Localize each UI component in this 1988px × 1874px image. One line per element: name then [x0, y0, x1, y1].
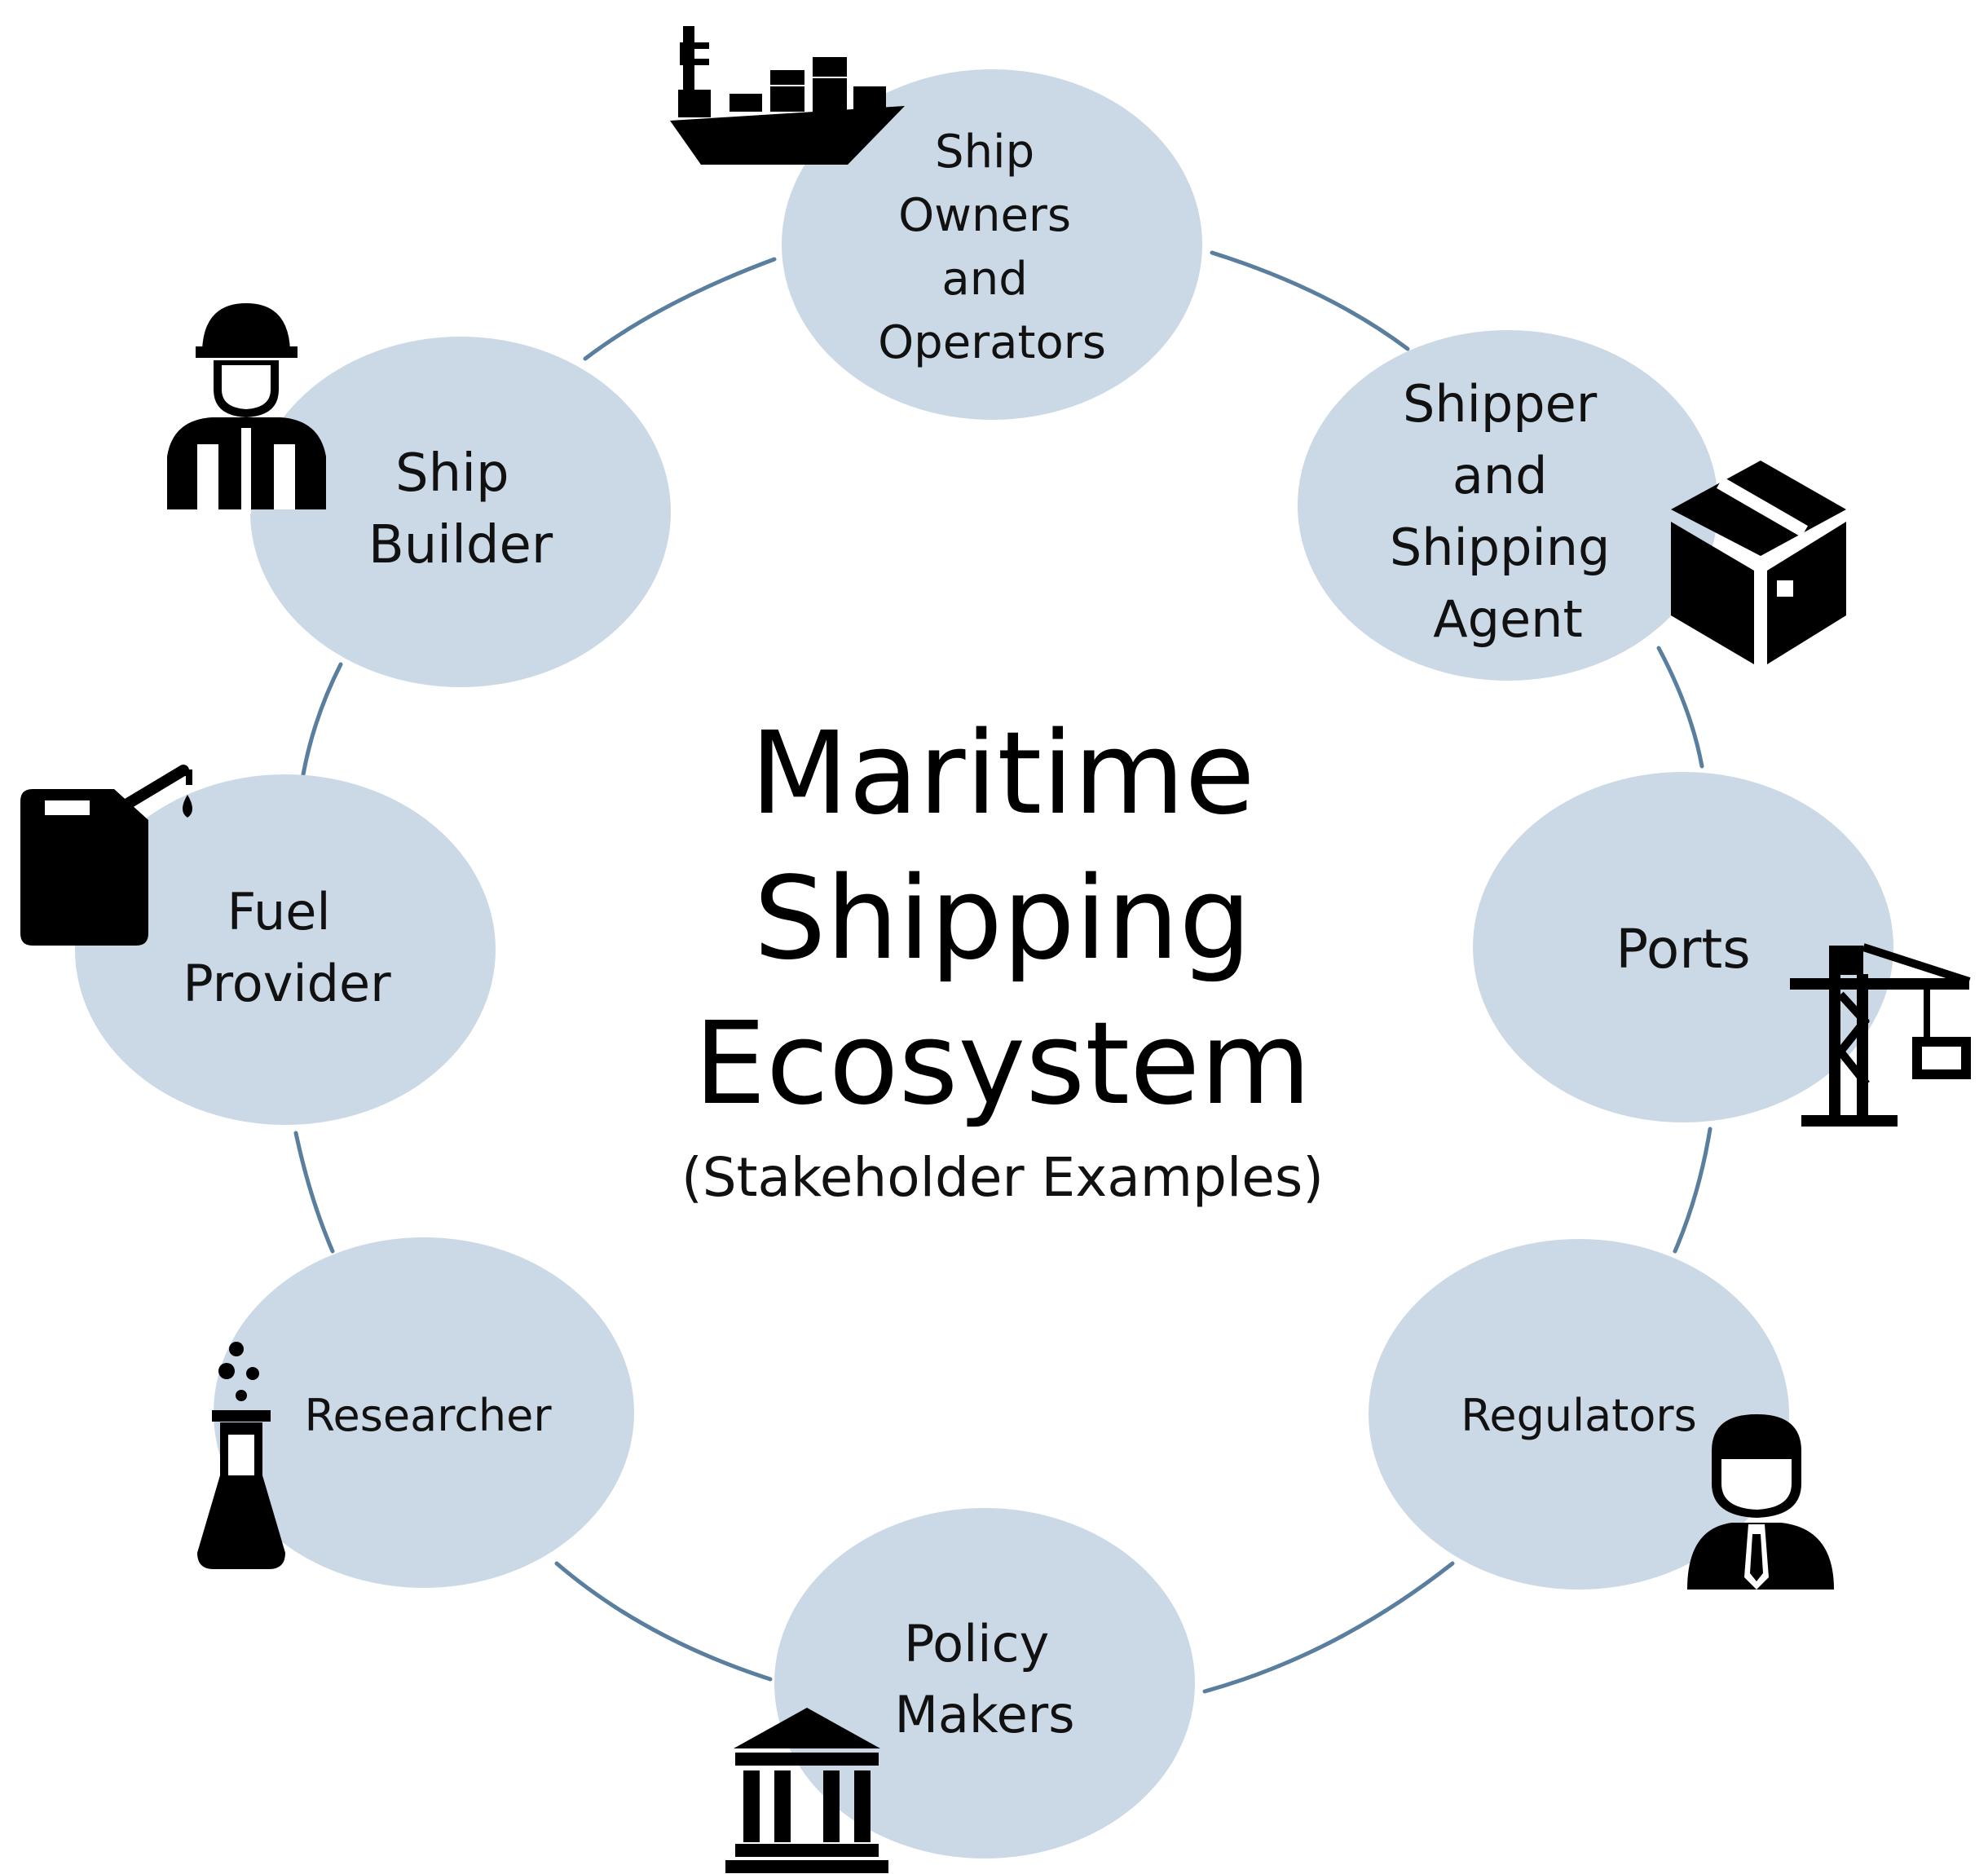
node-label-line: and [941, 253, 1027, 306]
node-ellipse [1298, 330, 1718, 681]
node-label-line: Ship [935, 126, 1034, 179]
diagram-subtitle: (Stakeholder Examples) [681, 1146, 1324, 1209]
node-ellipse [1473, 772, 1893, 1122]
node-ellipse [1369, 1239, 1789, 1590]
title-line: Maritime [750, 708, 1254, 840]
node-label: Shipper and Shipping Agent [1390, 374, 1626, 649]
node-ellipse [214, 1237, 634, 1588]
node-label-line: Shipper [1403, 374, 1598, 434]
node-label-line: Operators [878, 316, 1106, 369]
lab-flask-icon [197, 1342, 285, 1569]
node-label-line: Ship [395, 443, 509, 504]
node-label-line: Builder [368, 515, 553, 575]
government-building-icon [725, 1708, 888, 1873]
connector-ring [293, 250, 1713, 1694]
node-policy-makers[interactable]: Policy Makers [774, 1508, 1195, 1859]
node-label: Regulators [1461, 1390, 1696, 1441]
node-label-line: Agent [1433, 589, 1583, 649]
node-label-line: Owners [898, 189, 1071, 242]
title-line: Ecosystem [694, 998, 1311, 1131]
port-crane-icon [1790, 943, 1971, 1127]
node-ellipse [782, 69, 1202, 420]
construction-worker-icon [167, 303, 326, 514]
connector-arc [301, 662, 343, 777]
node-label-line: and [1452, 446, 1548, 505]
connector-arc [293, 1131, 335, 1254]
node-researcher[interactable]: Researcher [214, 1237, 634, 1588]
node-label-line: Policy [904, 1614, 1049, 1673]
connector-arc [1210, 250, 1410, 351]
businessman-icon [1687, 1414, 1834, 1590]
connector-arc [554, 1561, 773, 1682]
node-ellipse [774, 1508, 1195, 1859]
node-ship-builder[interactable]: Ship Builder [250, 337, 671, 687]
node-regulators[interactable]: Regulators [1369, 1239, 1789, 1590]
connector-arc [583, 257, 777, 361]
connector-arc [1202, 1561, 1455, 1694]
node-label: Ports [1616, 918, 1750, 981]
node-label-line: Ports [1616, 918, 1750, 981]
title-line: Shipping [754, 853, 1252, 986]
cargo-ship-icon [670, 26, 905, 165]
node-label-line: Fuel [227, 882, 331, 941]
diagram-title: Maritime Shipping Ecosystem (Stakeholder… [681, 708, 1324, 1209]
cardboard-box-icon [1671, 461, 1846, 664]
connector-arc [1673, 1127, 1713, 1254]
node-label: Ship Builder [368, 443, 553, 575]
node-fuel-provider[interactable]: Fuel Provider [75, 774, 496, 1125]
node-label: Ship Owners and Operators [878, 126, 1106, 369]
fuel-can-icon [20, 765, 192, 946]
node-label-line: Researcher [304, 1390, 552, 1441]
node-ellipse [250, 337, 671, 687]
node-shipper[interactable]: Shipper and Shipping Agent [1298, 330, 1718, 681]
node-label-line: Regulators [1461, 1390, 1696, 1441]
node-label-line: Shipping [1390, 518, 1610, 577]
node-label: Researcher [304, 1390, 552, 1441]
node-label-line: Provider [183, 954, 391, 1013]
node-label: Policy Makers [894, 1614, 1074, 1744]
node-ellipse [75, 774, 496, 1125]
node-label: Fuel Provider [183, 882, 391, 1013]
node-ports[interactable]: Ports [1473, 772, 1893, 1122]
node-label-line: Makers [894, 1685, 1074, 1744]
connector-arc [1656, 646, 1704, 769]
node-ship-owners[interactable]: Ship Owners and Operators [782, 69, 1202, 420]
